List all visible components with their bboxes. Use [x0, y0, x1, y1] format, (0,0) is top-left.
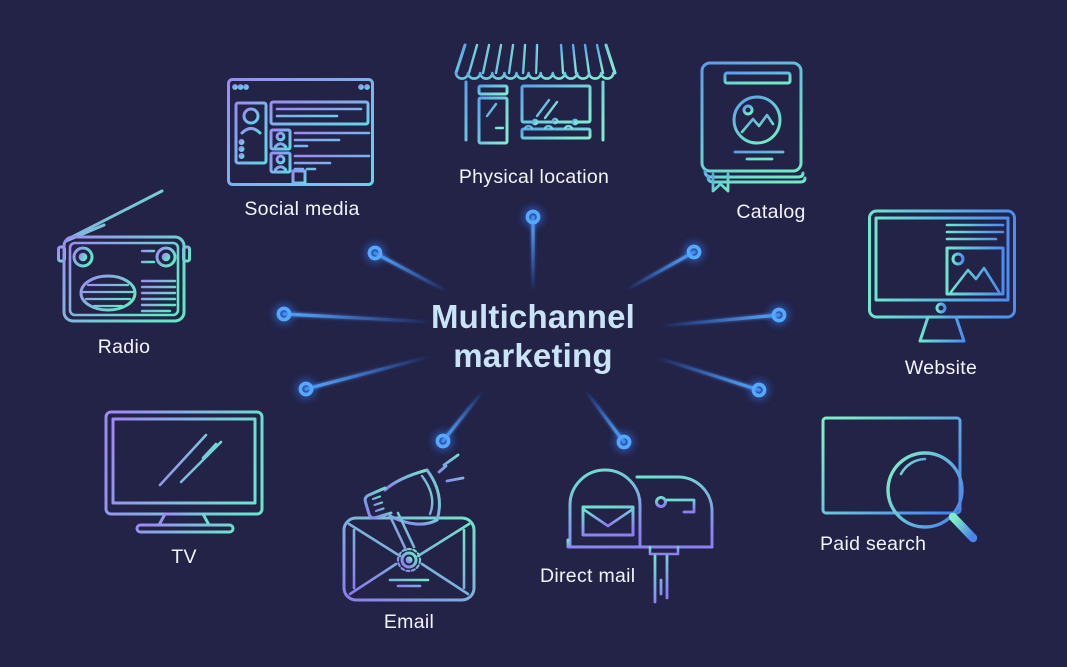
channel-label-paid-search: Paid search	[820, 533, 927, 555]
physical-location-icon	[454, 43, 617, 147]
spoke-dot	[616, 434, 632, 450]
website-icon	[868, 209, 1016, 343]
spoke-line	[624, 250, 696, 292]
channel-label-physical-location: Physical location	[458, 166, 610, 188]
catalog-icon	[700, 61, 807, 193]
channel-label-tv: TV	[171, 546, 197, 568]
spoke-dots	[274, 207, 789, 452]
spoke-dot	[276, 306, 292, 322]
radio-icon	[57, 189, 191, 323]
spoke-line	[282, 312, 434, 324]
channel-label-email: Email	[383, 611, 435, 633]
spoke-dot	[298, 381, 314, 397]
spoke-line	[441, 389, 485, 443]
tv-icon	[104, 410, 264, 534]
title-line-1: Multichannel	[430, 298, 636, 335]
channel-label-radio: Radio	[97, 336, 151, 358]
spoke-line	[658, 313, 781, 328]
spoke-dot	[751, 382, 767, 398]
spoke-line	[304, 354, 434, 391]
spoke-line	[373, 251, 450, 294]
channel-label-website: Website	[904, 357, 978, 379]
paid-search-icon	[821, 416, 978, 543]
channel-label-catalog: Catalog	[736, 201, 806, 223]
social-media-icon	[227, 78, 374, 186]
channel-label-social-media: Social media	[244, 198, 360, 220]
spoke-line	[653, 355, 761, 392]
spoke-line	[583, 388, 626, 444]
email-icon	[342, 453, 476, 602]
spoke-dot	[435, 433, 451, 449]
spoke-dot	[367, 245, 383, 261]
diagram-title: Multichannel marketing	[431, 297, 635, 375]
spoke-dot	[686, 244, 702, 260]
direct-mail-icon	[566, 468, 714, 604]
channel-label-direct-mail: Direct mail	[540, 565, 636, 587]
spoke-dot	[525, 209, 541, 225]
spoke-dot	[771, 307, 787, 323]
title-line-2: marketing	[453, 337, 613, 374]
